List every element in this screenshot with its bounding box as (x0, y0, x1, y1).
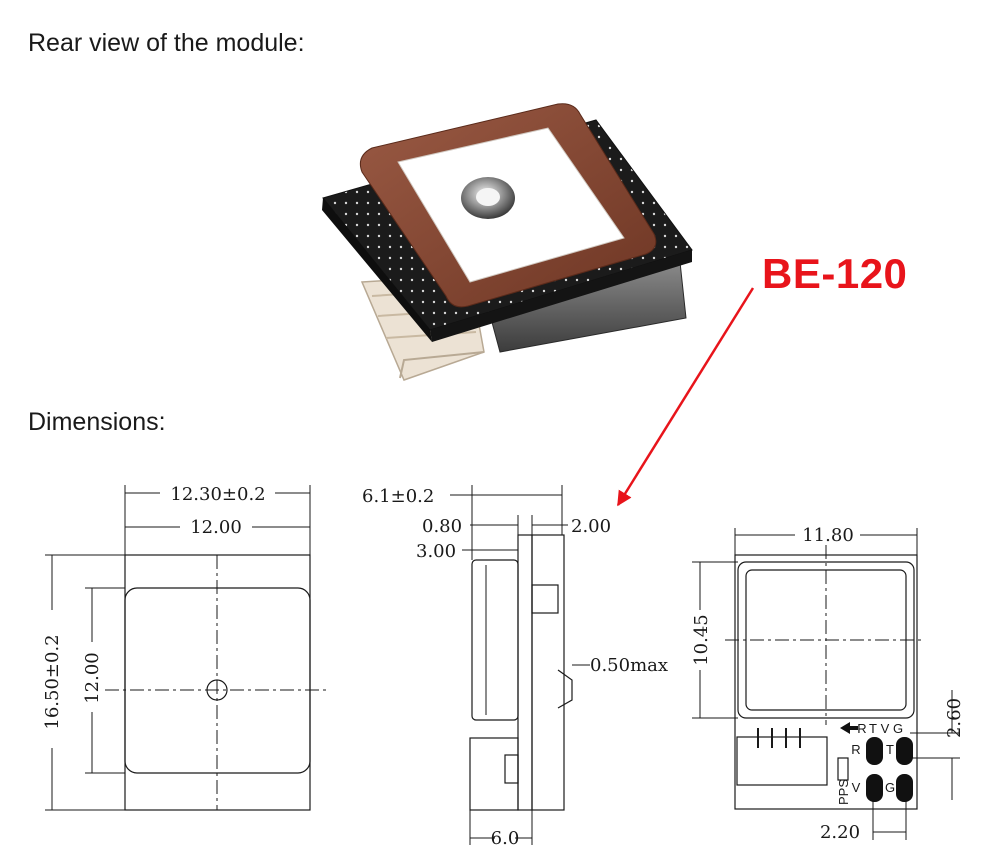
side-connector (469, 737, 519, 811)
pad-label: G (885, 780, 895, 795)
rear-pad-height-label: 2.60 (944, 698, 965, 738)
pin-label-top: V (881, 721, 890, 736)
pps-label: PPS (836, 779, 851, 805)
side-antenna (471, 559, 519, 721)
pin-label-top: T (869, 721, 877, 736)
pad-label: T (886, 742, 894, 757)
front-inner-width-label: 12.00 (190, 517, 242, 538)
front-view-drawing (45, 485, 330, 811)
callout-arrow (616, 287, 755, 507)
solder-pads (866, 737, 913, 802)
rear-shield-height-label: 10.45 (691, 614, 712, 666)
side-connector-depth-label: 6.0 (491, 828, 520, 849)
pad-label: R (851, 742, 860, 757)
rear-pad-pitch-label: 2.20 (820, 822, 860, 843)
rear-width-label: 11.80 (802, 525, 854, 546)
pin-label-top: G (893, 721, 903, 736)
side-bump-height-label: 0.50max (590, 655, 668, 676)
model-label: BE-120 (762, 250, 908, 297)
side-shield-thickness-label: 2.00 (571, 516, 611, 537)
dimensions-heading: Dimensions: (28, 408, 166, 436)
side-total-depth-label: 6.1±0.2 (362, 486, 434, 507)
pin-label-top: R (857, 721, 866, 736)
pin1-arrow-icon (840, 722, 858, 734)
side-pcb-thickness-label: 0.80 (422, 516, 462, 537)
module-3d-render (322, 103, 693, 381)
rear-connector (736, 736, 828, 786)
front-outer-width-label: 12.30±0.2 (170, 484, 265, 505)
front-inner-height-label: 12.00 (82, 652, 103, 704)
side-pcb (517, 534, 533, 811)
rear-view-heading: Rear view of the module: (28, 29, 305, 57)
side-antenna-thickness-label: 3.00 (416, 541, 456, 562)
pad-label: V (852, 780, 861, 795)
side-view-drawing (450, 485, 590, 845)
front-outer-height-label: 16.50±0.2 (42, 634, 63, 729)
side-shield (531, 534, 565, 811)
rear-view-drawing (692, 528, 960, 840)
